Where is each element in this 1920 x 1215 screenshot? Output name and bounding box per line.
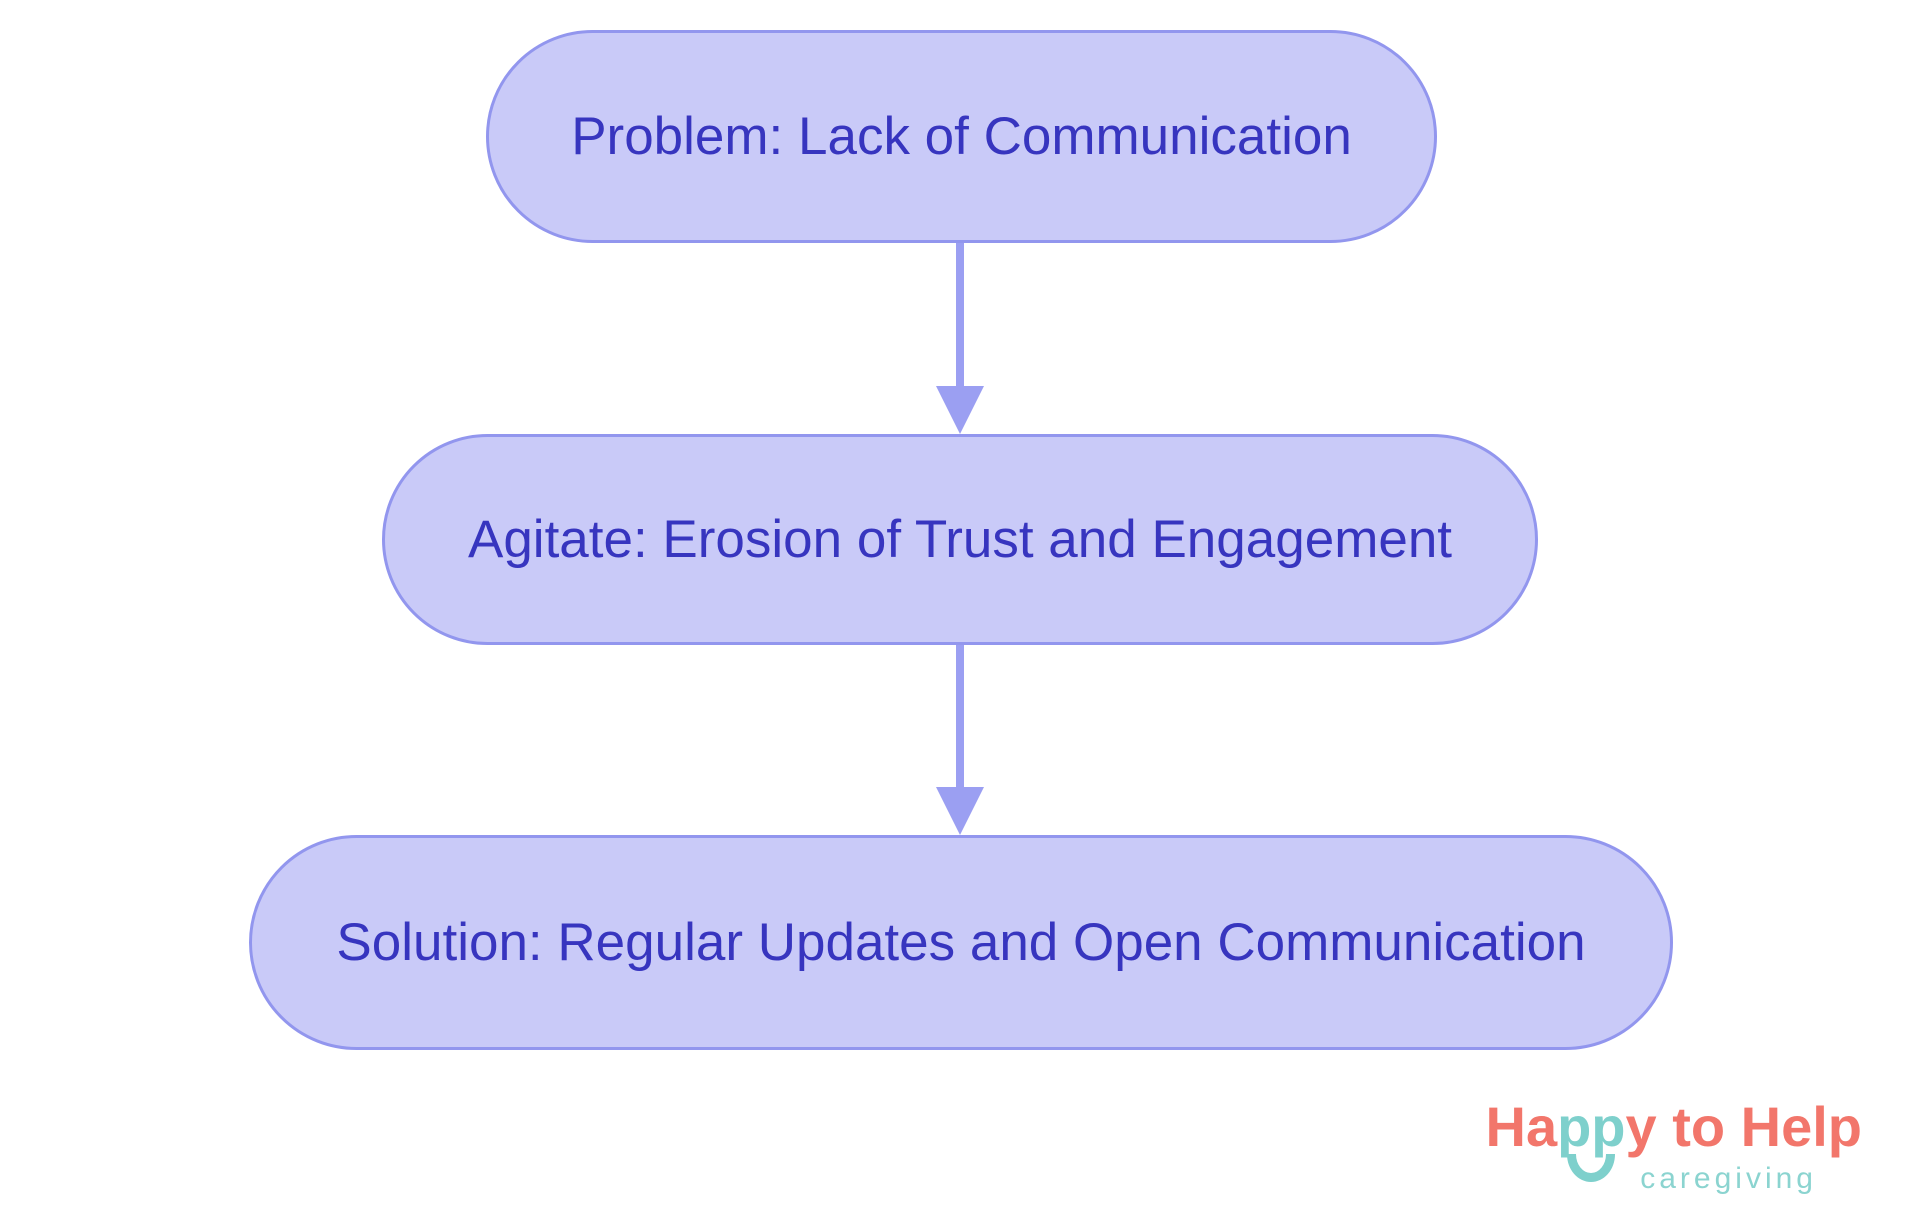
arrow-head-icon [936,787,984,835]
logo-text-ha: Ha [1485,1095,1558,1158]
arrow-line [956,243,964,390]
node-problem-label: Problem: Lack of Communication [571,107,1352,166]
node-agitate-label: Agitate: Erosion of Trust and Engagement [467,510,1453,569]
logo-tagline: caregiving [1640,1161,1817,1195]
logo-text-pp: pp [1557,1095,1626,1158]
logo-pp-wrap: pp [1557,1095,1626,1182]
logo-text-to-help: to Help [1656,1095,1862,1158]
node-solution-label: Solution: Regular Updates and Open Commu… [336,913,1586,972]
arrow-line [956,645,964,791]
logo-text-y: y [1625,1095,1657,1158]
arrow-head-icon [936,386,984,434]
smile-icon [1567,1154,1616,1182]
node-solution: Solution: Regular Updates and Open Commu… [249,835,1673,1050]
node-problem: Problem: Lack of Communication [486,30,1437,243]
node-agitate: Agitate: Erosion of Trust and Engagement [382,434,1538,645]
